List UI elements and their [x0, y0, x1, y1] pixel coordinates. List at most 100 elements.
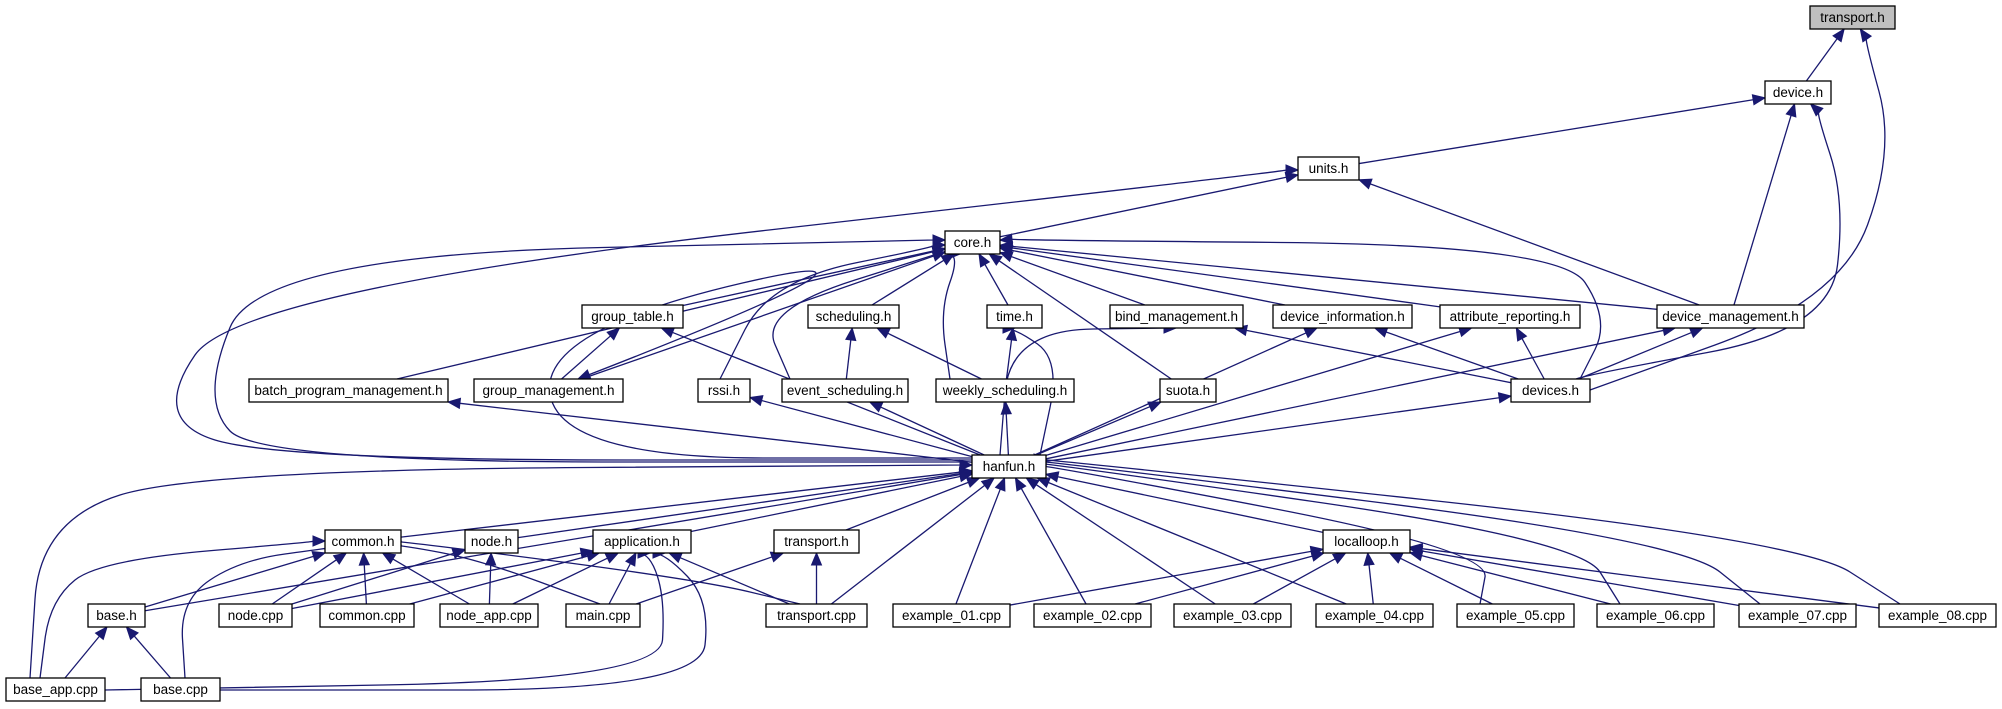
node-example-01-cpp[interactable]: example_01.cpp — [892, 603, 1011, 628]
node-main-cpp[interactable]: main.cpp — [565, 603, 641, 628]
node-example-08-cpp[interactable]: example_08.cpp — [1878, 603, 1997, 628]
node-batch-program-management-h[interactable]: batch_program_management.h — [248, 378, 449, 403]
arrowhead-icon — [1044, 471, 1060, 483]
node-label: time.h — [996, 309, 1033, 324]
node-box — [1315, 603, 1434, 628]
arrowhead-icon — [446, 397, 462, 410]
node-box — [1878, 603, 1997, 628]
edge-base_h-to-common_h — [144, 555, 314, 608]
node-box — [1809, 5, 1896, 30]
node-node-cpp[interactable]: node.cpp — [218, 603, 293, 628]
node-device-management-h[interactable]: device_management.h — [1656, 304, 1805, 329]
node-node-h[interactable]: node.h — [464, 529, 519, 554]
arrowhead-icon — [1310, 550, 1326, 562]
node-example-03-cpp[interactable]: example_03.cpp — [1173, 603, 1292, 628]
node-suota-h[interactable]: suota.h — [1159, 378, 1217, 403]
node-node-app-cpp[interactable]: node_app.cpp — [439, 603, 539, 628]
edge-base_h-to-hanfun_h — [144, 474, 961, 612]
arrowhead-icon — [875, 327, 891, 339]
node-transport-h2[interactable]: transport.h — [773, 529, 860, 554]
arrowhead-icon — [988, 253, 1003, 266]
node-transport-cpp[interactable]: transport.cpp — [765, 603, 868, 628]
arrowhead-icon — [660, 327, 676, 338]
arrowhead-icon — [1005, 326, 1018, 342]
node-box — [1297, 156, 1360, 181]
node-event-scheduling-h[interactable]: event_scheduling.h — [781, 378, 909, 403]
node-example-07-cpp[interactable]: example_07.cpp — [1738, 603, 1857, 628]
node-base-cpp[interactable]: base.cpp — [140, 677, 221, 702]
node-example-06-cpp[interactable]: example_06.cpp — [1596, 603, 1715, 628]
node-common-h[interactable]: common.h — [324, 529, 402, 554]
arrowhead-icon — [1497, 392, 1513, 404]
node-label: base.h — [96, 608, 137, 623]
edge-hanfun_h-to-time_h — [1002, 327, 1054, 456]
node-units-h[interactable]: units.h — [1297, 156, 1360, 181]
node-hanfun-h[interactable]: hanfun.h — [971, 454, 1047, 479]
edge-hanfun_h-to-event_scheduling_h — [880, 406, 985, 456]
edge-example_01_cpp-to-localloop_h — [1009, 550, 1312, 606]
arrowhead-icon — [1147, 401, 1163, 413]
node-box — [935, 378, 1075, 403]
node-core-h[interactable]: core.h — [944, 230, 1001, 255]
arrowhead-icon — [980, 477, 996, 491]
node-label: node_app.cpp — [446, 608, 532, 623]
node-application-h[interactable]: application.h — [592, 529, 692, 554]
edge-example_03_cpp-to-hanfun_h — [1035, 484, 1216, 605]
node-box — [1596, 603, 1715, 628]
node-label: group_management.h — [482, 383, 614, 398]
node-example-04-cpp[interactable]: example_04.cpp — [1315, 603, 1434, 628]
node-label: main.cpp — [576, 608, 631, 623]
node-group-management-h[interactable]: group_management.h — [473, 378, 624, 403]
arrowhead-icon — [1809, 103, 1824, 117]
node-base-h[interactable]: base.h — [87, 603, 146, 628]
node-box — [565, 603, 641, 628]
node-box — [473, 378, 624, 403]
edge-units_h-to-device_h — [1358, 99, 1754, 165]
edge-bind_management_h-to-core_h — [1011, 255, 1146, 306]
node-box — [697, 378, 751, 403]
edge-node_cpp-to-common_h — [271, 559, 337, 605]
arrowhead-icon — [1284, 171, 1300, 184]
node-localloop-h[interactable]: localloop.h — [1322, 529, 1411, 554]
node-example-05-cpp[interactable]: example_05.cpp — [1456, 603, 1575, 628]
arrowhead-icon — [998, 240, 1013, 253]
arrowhead-icon — [1036, 477, 1051, 489]
edge-hanfun_h-to-weekly_scheduling_h — [1005, 413, 1010, 456]
node-attribute-reporting-h[interactable]: attribute_reporting.h — [1439, 304, 1581, 329]
node-box — [1656, 304, 1805, 329]
node-group-table-h[interactable]: group_table.h — [581, 304, 684, 329]
node-device-information-h[interactable]: device_information.h — [1272, 304, 1413, 329]
edge-devices_h-to-core_h — [1011, 238, 1602, 380]
edge-base_cpp-to-base_h — [133, 635, 172, 679]
node-rssi-h[interactable]: rssi.h — [697, 378, 751, 403]
node-bind-management-h[interactable]: bind_management.h — [1109, 304, 1244, 329]
edge-example_07_cpp-to-localloop_h — [1421, 550, 1740, 607]
node-devices-h[interactable]: devices.h — [1510, 378, 1591, 403]
arrowhead-icon — [125, 626, 139, 641]
edge-device_h-to-transport_h — [1805, 38, 1838, 82]
node-transport-h[interactable]: transport.h — [1809, 5, 1896, 30]
arrowhead-icon — [451, 548, 467, 560]
node-common-cpp[interactable]: common.cpp — [319, 603, 415, 628]
node-device-h[interactable]: device.h — [1764, 80, 1832, 105]
edge-weekly_scheduling_h-to-time_h — [1005, 339, 1013, 380]
node-label: units.h — [1309, 161, 1349, 176]
arrowhead-icon — [625, 551, 637, 567]
node-box — [1173, 603, 1292, 628]
edge-example_04_cpp-to-localloop_h — [1368, 564, 1374, 605]
edge-scheduling_h-to-core_h — [871, 259, 945, 306]
edge-group_management_h-to-group_table_h — [561, 335, 611, 380]
edge-rssi_h-to-core_h — [719, 244, 936, 380]
arrowhead-icon — [606, 327, 621, 341]
node-scheduling-h[interactable]: scheduling.h — [807, 304, 900, 329]
edge-device_management_h-to-core_h — [1011, 245, 1658, 310]
node-label: example_01.cpp — [902, 608, 1001, 623]
node-weekly-scheduling-h[interactable]: weekly_scheduling.h — [935, 378, 1075, 403]
edge-main_cpp-to-application_h — [608, 563, 631, 605]
node-base-app-cpp[interactable]: base_app.cpp — [5, 677, 106, 702]
node-label: hanfun.h — [983, 459, 1036, 474]
node-example-02-cpp[interactable]: example_02.cpp — [1033, 603, 1152, 628]
node-time-h[interactable]: time.h — [986, 304, 1043, 329]
arrowhead-icon — [381, 552, 397, 565]
node-label: application.h — [604, 534, 680, 549]
